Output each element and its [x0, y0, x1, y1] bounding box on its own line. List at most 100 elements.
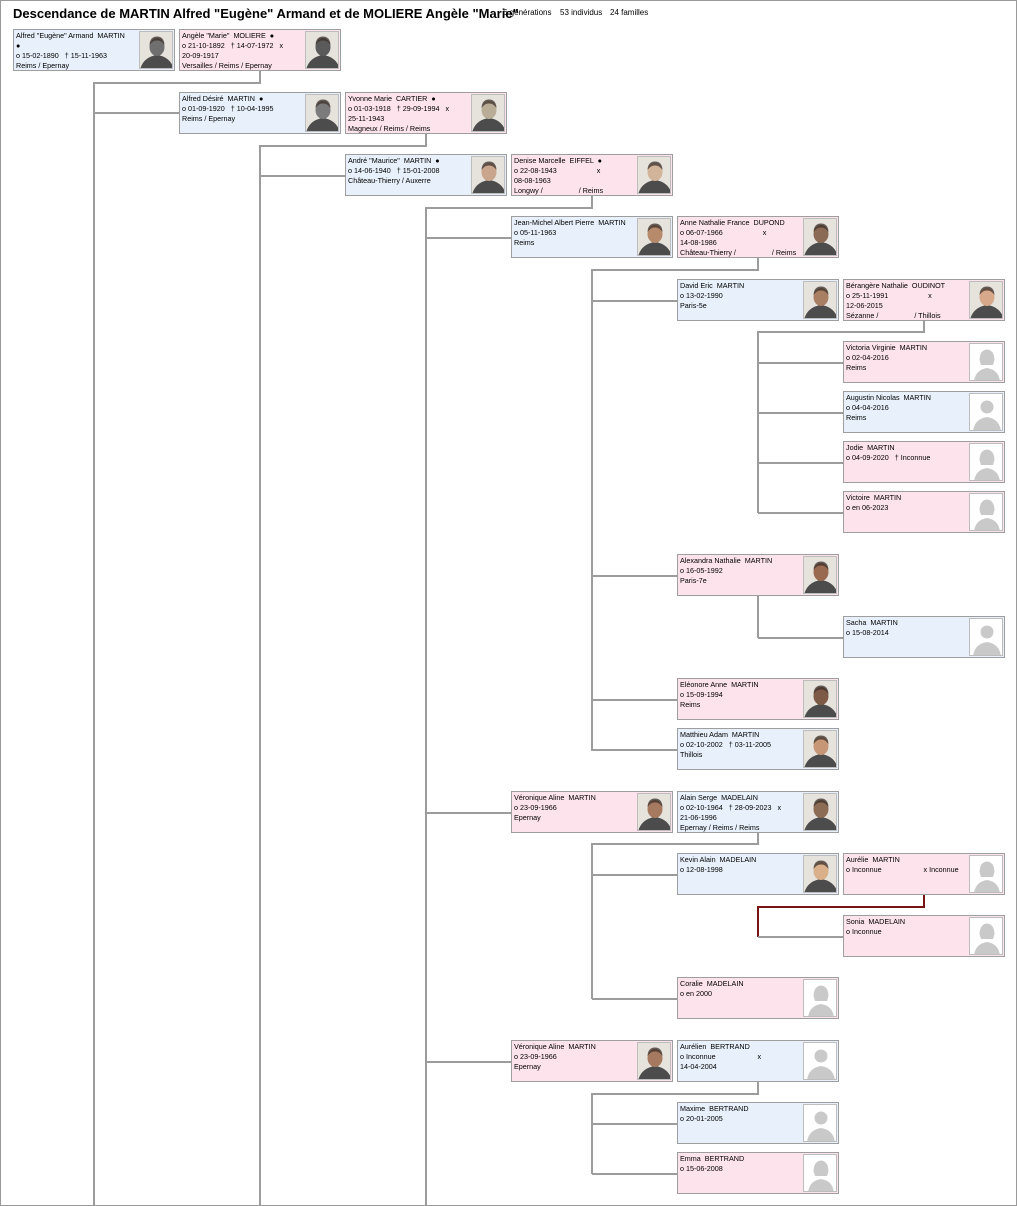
- person-name: David Eric MARTIN: [680, 281, 745, 290]
- person-detail-line: o 02-10-2002 † 03-11-2005: [680, 740, 771, 749]
- person-detail-line: Reims / Epernay: [182, 114, 236, 123]
- male-person-card[interactable]: André "Maurice" MARTIN ●o 14-06-1940 † 1…: [345, 154, 507, 196]
- person-detail-line: Reims: [846, 363, 867, 372]
- person-detail-line: o 15-02-1890 † 15-11-1963: [16, 51, 107, 60]
- male-person-card[interactable]: Alfred "Eugène" Armand MARTIN●o 15-02-18…: [13, 29, 175, 71]
- person-detail-line: o 02-10-1964 † 28-09-2023 x: [680, 803, 782, 812]
- portrait-photo: [637, 156, 671, 194]
- person-detail-line: o 23-09-1966: [514, 803, 557, 812]
- male-silhouette-icon: [969, 393, 1003, 431]
- person-detail-line: o 13-02-1990: [680, 291, 723, 300]
- person-detail-line: 20-09-1917: [182, 51, 219, 60]
- person-name: Véronique Aline MARTIN: [514, 793, 596, 802]
- generations-count: 6 générations: [503, 8, 552, 17]
- family-connector: [757, 321, 925, 513]
- person-detail-line: Epernay: [514, 1062, 541, 1071]
- families-count: 24 familles: [610, 8, 649, 17]
- female-silhouette-icon: [969, 917, 1003, 955]
- person-name: Denise Marcelle EIFFEL ●: [514, 156, 602, 165]
- portrait-photo: [637, 1042, 671, 1080]
- person-detail-line: o 04-04-2016: [846, 403, 889, 412]
- person-detail-line: Paris-5e: [680, 301, 707, 310]
- person-detail-line: Epernay / Reims / Reims: [680, 823, 760, 832]
- portrait-photo: [471, 94, 505, 132]
- portrait-photo: [471, 156, 505, 194]
- person-detail-line: Reims / Epernay: [16, 61, 70, 70]
- person-details: Yvonne Marie CARTIER ●o 01-03-1918 † 29-…: [348, 94, 468, 133]
- family-connector: [591, 258, 759, 751]
- individuals-count: 53 individus: [560, 8, 603, 17]
- person-detail-line: 14-08-1986: [680, 238, 717, 247]
- person-detail-line: o 15-08-2014: [846, 628, 889, 637]
- female-person-card[interactable]: Yvonne Marie CARTIER ●o 01-03-1918 † 29-…: [345, 92, 507, 134]
- person-detail-line: o Inconnue: [846, 927, 882, 936]
- person-name: Kevin Alain MADELAIN: [680, 855, 757, 864]
- person-name: Anne Nathalie France DUPOND: [680, 218, 785, 227]
- person-details: André "Maurice" MARTIN ●o 14-06-1940 † 1…: [348, 156, 468, 186]
- person-detail-line: Magneux / Reims / Reims: [348, 124, 431, 133]
- female-silhouette-icon: [803, 979, 837, 1017]
- person-details: Alfred "Eugène" Armand MARTIN●o 15-02-18…: [16, 31, 136, 70]
- female-silhouette-icon: [969, 493, 1003, 531]
- male-silhouette-icon: [803, 1042, 837, 1080]
- person-name: Maxime BERTRAND: [680, 1104, 749, 1113]
- person-detail-line: o en 06-2023: [846, 503, 889, 512]
- person-detail-line: o 02-04-2016: [846, 353, 889, 362]
- person-detail-line: o 05-11-1963: [514, 228, 557, 237]
- person-detail-line: o 14-06-1940 † 15-01-2008: [348, 166, 440, 175]
- person-detail-line: o 01-03-1918 † 29-09-1994 x: [348, 104, 450, 113]
- person-name: Augustin Nicolas MARTIN: [846, 393, 931, 402]
- person-name: Alfred "Eugène" Armand MARTIN: [16, 31, 125, 40]
- person-detail-line: o 12-08-1998: [680, 865, 723, 874]
- person-detail-line: o 22-08-1943 x: [514, 166, 601, 175]
- person-detail-line: o 23-09-1966: [514, 1052, 557, 1061]
- female-silhouette-icon: [969, 443, 1003, 481]
- person-detail-line: 14-04-2004: [680, 1062, 717, 1071]
- person-detail-line: o 16-05-1992: [680, 566, 723, 575]
- portrait-photo: [803, 556, 837, 594]
- portrait-photo: [803, 730, 837, 768]
- person-detail-line: 25-11-1943: [348, 114, 385, 123]
- person-name: Jodie MARTIN: [846, 443, 895, 452]
- person-name: Aurélie MARTIN: [846, 855, 900, 864]
- person-detail-line: o Inconnue x: [680, 1052, 762, 1061]
- female-person-card[interactable]: Angèle "Marie" MOLIERE ●o 21-10-1892 † 1…: [179, 29, 341, 71]
- portrait-photo: [803, 218, 837, 256]
- highlight-family-connector: [757, 895, 925, 937]
- male-person-card[interactable]: Alfred Désiré MARTIN ●o 01-09-1920 † 10-…: [179, 92, 341, 134]
- person-detail-line: o 20-01-2005: [680, 1114, 723, 1123]
- person-detail-line: o 15-06-2008: [680, 1164, 723, 1173]
